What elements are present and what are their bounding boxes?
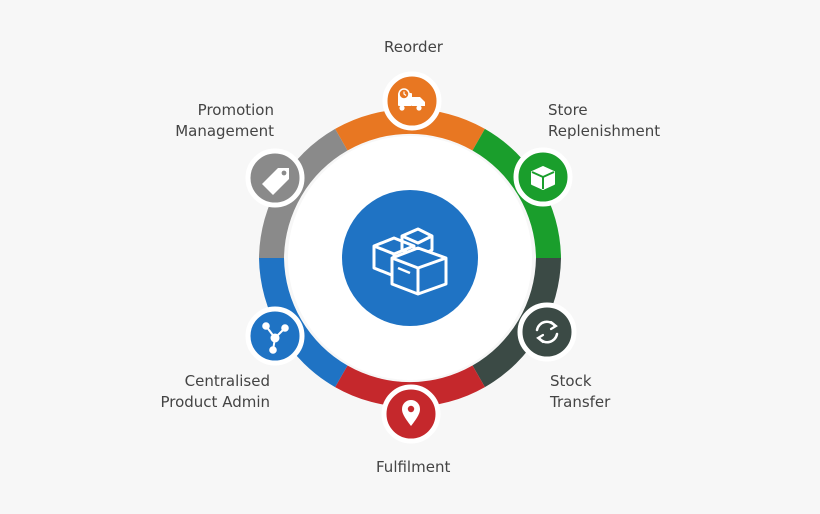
center-hub	[342, 190, 478, 326]
node-store-replenishment	[513, 147, 573, 207]
network-icon	[262, 322, 289, 354]
label-reorder-line-1: Reorder	[384, 38, 443, 56]
label-centralised-product-admin-line-2: Product Admin	[160, 393, 270, 411]
label-stock-transfer-line-2: Transfer	[550, 393, 611, 411]
label-fulfilment: Fulfilment	[376, 457, 450, 478]
box-icon	[531, 166, 555, 190]
ring-segment-centralised-product-admin	[259, 258, 348, 388]
label-stock-transfer-line-1: Stock	[550, 372, 592, 390]
location-pin-icon	[402, 400, 420, 426]
node-reorder	[382, 71, 442, 131]
label-reorder: Reorder	[384, 37, 443, 58]
label-store-replenishment-line-2: Replenishment	[548, 122, 661, 140]
label-store-replenishment-line-1: Store	[548, 101, 588, 119]
refresh-arrows-icon	[535, 320, 559, 344]
ring-segment-promotion-management	[259, 128, 348, 258]
price-tag-icon	[262, 168, 289, 195]
ring-segment-store-replenishment	[472, 128, 561, 258]
label-centralised-product-admin: Centralised Product Admin	[160, 371, 270, 413]
node-stock-transfer	[517, 302, 577, 362]
node-promotion-management	[245, 148, 305, 208]
label-centralised-product-admin-line-1: Centralised	[184, 372, 270, 390]
label-promotion-management-line-2: Management	[175, 122, 274, 140]
label-fulfilment-line-1: Fulfilment	[376, 458, 451, 476]
label-promotion-management-line-1: Promotion	[197, 101, 274, 119]
label-store-replenishment: Store Replenishment	[548, 100, 660, 142]
ring-segment-stock-transfer	[472, 258, 561, 388]
label-stock-transfer: Stock Transfer	[550, 371, 610, 413]
delivery-truck-icon	[398, 88, 425, 111]
label-promotion-management: Promotion Management	[175, 100, 274, 142]
node-fulfilment	[381, 384, 441, 444]
node-centralised-product-admin	[245, 306, 305, 366]
stacked-boxes-icon	[372, 227, 448, 296]
